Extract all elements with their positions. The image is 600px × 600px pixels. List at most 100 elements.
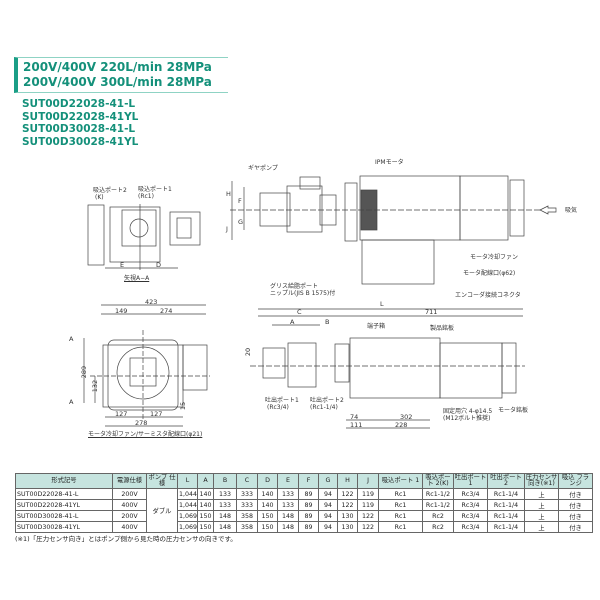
dim-l: L: [380, 300, 384, 308]
table-cell: 133: [213, 499, 237, 511]
spec-table: 形式記号 電源仕様 ポンプ 仕様 L A B C D E F G H J 吸込ポ…: [15, 473, 593, 533]
table-cell: 1,069: [177, 521, 198, 533]
table-cell: Rc1-1/4: [487, 488, 525, 500]
table-cell: 200V: [112, 488, 147, 500]
outlet1-sub: (Rc3/4): [267, 404, 289, 411]
table-cell: 1,069: [177, 510, 198, 522]
table-cell: 148: [213, 510, 237, 522]
table-cell: 200V: [112, 510, 147, 522]
col-j: J: [357, 473, 379, 489]
col-model: 形式記号: [15, 473, 113, 489]
side-view-drawing: [230, 175, 557, 285]
dim-d: D: [156, 261, 162, 269]
table-cell: 1,044: [177, 488, 198, 500]
suction-port2-label: 吸込ポート2: [93, 187, 127, 194]
table-cell: 358: [236, 510, 258, 522]
section-a-bottom: A: [69, 398, 74, 406]
col-b: B: [213, 473, 237, 489]
table-cell: Rc1: [378, 521, 423, 533]
col-d: D: [257, 473, 278, 489]
table-cell: 上: [524, 488, 559, 500]
intake-label: 吸気: [565, 207, 578, 214]
table-cell: 89: [298, 521, 319, 533]
table-cell: 付き: [558, 510, 593, 522]
table-cell: 上: [524, 510, 559, 522]
table-cell: 150: [257, 510, 278, 522]
model-item: SUT00D30028-41-L: [22, 123, 136, 135]
table-cell: 333: [236, 499, 258, 511]
table-cell: 122: [357, 510, 379, 522]
table-cell: 140: [257, 488, 278, 500]
encoder-label: エンコーダ接続コネクタ: [455, 292, 521, 299]
table-cell: Rc3/4: [453, 521, 488, 533]
col-flange: 吸込 フランジ: [558, 473, 593, 489]
gear-pump-label: ギヤポンプ: [248, 165, 278, 172]
table-cell: Rc3/4: [453, 499, 488, 511]
outlet2-sub: (Rc1-1/4): [310, 404, 338, 411]
table-cell: 148: [213, 521, 237, 533]
model-item: SUT00D30028-41YL: [22, 135, 139, 148]
spec-header: 200V/400V 220L/min 28MPa 200V/400V 300L/…: [14, 57, 228, 93]
table-cell: 150: [197, 521, 214, 533]
table-cell: 130: [337, 521, 358, 533]
table-cell: 130: [337, 510, 358, 522]
table-cell: Rc3/4: [453, 510, 488, 522]
table-cell: 150: [257, 521, 278, 533]
table-cell: 140: [197, 499, 214, 511]
dim-127-right: 127: [150, 410, 163, 418]
col-l: L: [177, 473, 198, 489]
fan-port-label: モータ冷却ファン/サーミスタ配線口(φ21): [88, 431, 203, 438]
table-cell: 122: [357, 521, 379, 533]
motor-plate-label: モータ銘板: [498, 407, 529, 414]
dim-g: G: [238, 218, 244, 226]
model-item: SUT00D22028-41YL: [22, 110, 139, 123]
col-outlet2: 吐出ポート 2: [487, 473, 525, 489]
table-cell: 133: [277, 488, 299, 500]
spec-line-2: 200V/400V 300L/min 28MPa: [23, 75, 212, 89]
table-cell: 119: [357, 499, 379, 511]
table-cell: Rc1: [378, 488, 423, 500]
dim-278: 278: [135, 419, 148, 427]
dim-289: 289: [80, 365, 89, 379]
table-cell: 148: [277, 521, 299, 533]
table-cell: 付き: [558, 499, 593, 511]
table-cell: 89: [298, 499, 319, 511]
table-cell: 1,044: [177, 499, 198, 511]
suction-port1-sub: (Rc1): [138, 193, 154, 200]
dim-711: 711: [425, 308, 438, 316]
table-cell: 上: [524, 499, 559, 511]
cooling-fan-label: モータ冷却ファン: [470, 254, 519, 261]
table-cell: 122: [337, 488, 358, 500]
table-cell: 94: [318, 510, 338, 522]
dim-127-left: 127: [115, 410, 128, 418]
table-cell: 89: [298, 510, 319, 522]
table-cell: Rc1-1/2: [422, 488, 454, 500]
table-cell: Rc3/4: [453, 488, 488, 500]
view-aa-caption: 矢視A−A: [124, 275, 150, 282]
col-power: 電源仕様: [112, 473, 147, 489]
table-cell: 333: [236, 488, 258, 500]
table-cell: SUT00D30028-41YL: [15, 521, 113, 533]
table-cell: 140: [257, 499, 278, 511]
dim-b: B: [325, 318, 330, 326]
col-c: C: [236, 473, 258, 489]
dim-h: H: [226, 190, 231, 198]
table-cell: 400V: [112, 521, 147, 533]
table-cell: 94: [318, 521, 338, 533]
suction-port2-sub: (K): [95, 194, 104, 201]
table-cell: 400V: [112, 499, 147, 511]
front-view-drawing: [83, 304, 210, 427]
wiring-port-label: モータ配線口(φ62): [463, 270, 516, 277]
footnote: (※1)「圧力センサ向き」とはポンプ側から見た時の圧力センサの向きです。: [15, 535, 237, 543]
ipm-motor-label: IPMモータ: [375, 159, 404, 166]
col-pump: ポンプ 仕様: [146, 473, 178, 489]
table-cell: Rc1-1/4: [487, 499, 525, 511]
dim-423: 423: [145, 298, 158, 306]
dim-a: A: [290, 318, 295, 326]
dim-111: 111: [350, 421, 363, 429]
col-h: H: [337, 473, 358, 489]
dim-132: 132: [91, 379, 100, 393]
table-cell: 上: [524, 521, 559, 533]
table-cell: 119: [357, 488, 379, 500]
